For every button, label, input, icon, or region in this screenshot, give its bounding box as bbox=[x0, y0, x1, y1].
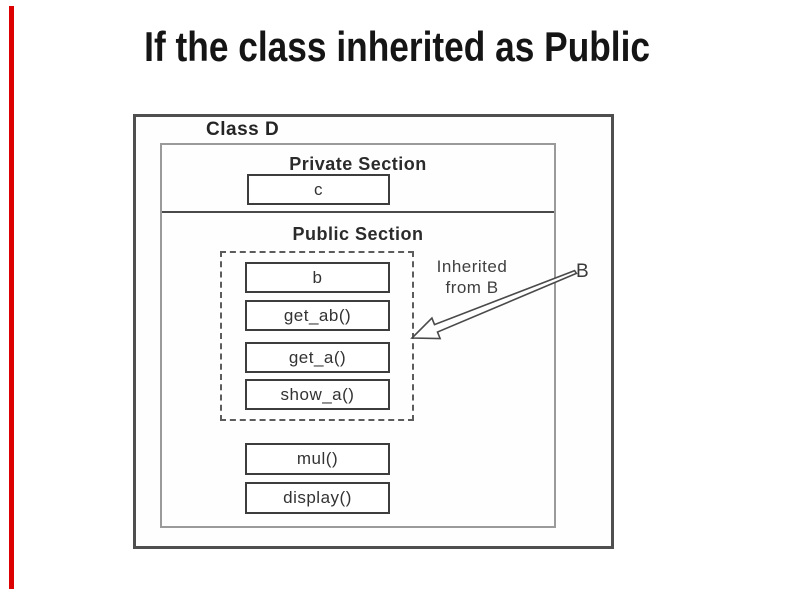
member-box-show-a: show_a() bbox=[245, 379, 390, 410]
inherited-annotation-line1: Inherited bbox=[436, 257, 508, 276]
public-section-heading: Public Section bbox=[292, 224, 424, 244]
class-name-label: Class D bbox=[206, 119, 280, 140]
member-box-mul: mul() bbox=[245, 443, 390, 475]
class-d-box: Class D Private Section c Public Section… bbox=[133, 114, 614, 549]
member-box-display: display() bbox=[245, 482, 390, 514]
sections-container: Private Section c Public Section b get_a… bbox=[160, 143, 556, 528]
private-section-heading: Private Section bbox=[289, 154, 427, 174]
member-box-get-a: get_a() bbox=[245, 342, 390, 373]
inherited-annotation-line2: from B bbox=[445, 278, 499, 297]
left-accent-bar bbox=[9, 6, 14, 589]
page-title: If the class inherited as Public bbox=[0, 23, 794, 70]
member-box-b: b bbox=[245, 262, 390, 293]
page-title-text: If the class inherited as Public bbox=[144, 23, 650, 70]
member-box-c: c bbox=[247, 174, 390, 205]
member-box-get-ab: get_ab() bbox=[245, 300, 390, 331]
inherited-members-group: b get_ab() get_a() show_a() bbox=[220, 251, 414, 421]
inherited-from-b-annotation: Inherited from B bbox=[424, 256, 520, 298]
section-divider bbox=[162, 211, 554, 213]
base-class-b-label: B bbox=[576, 261, 590, 282]
